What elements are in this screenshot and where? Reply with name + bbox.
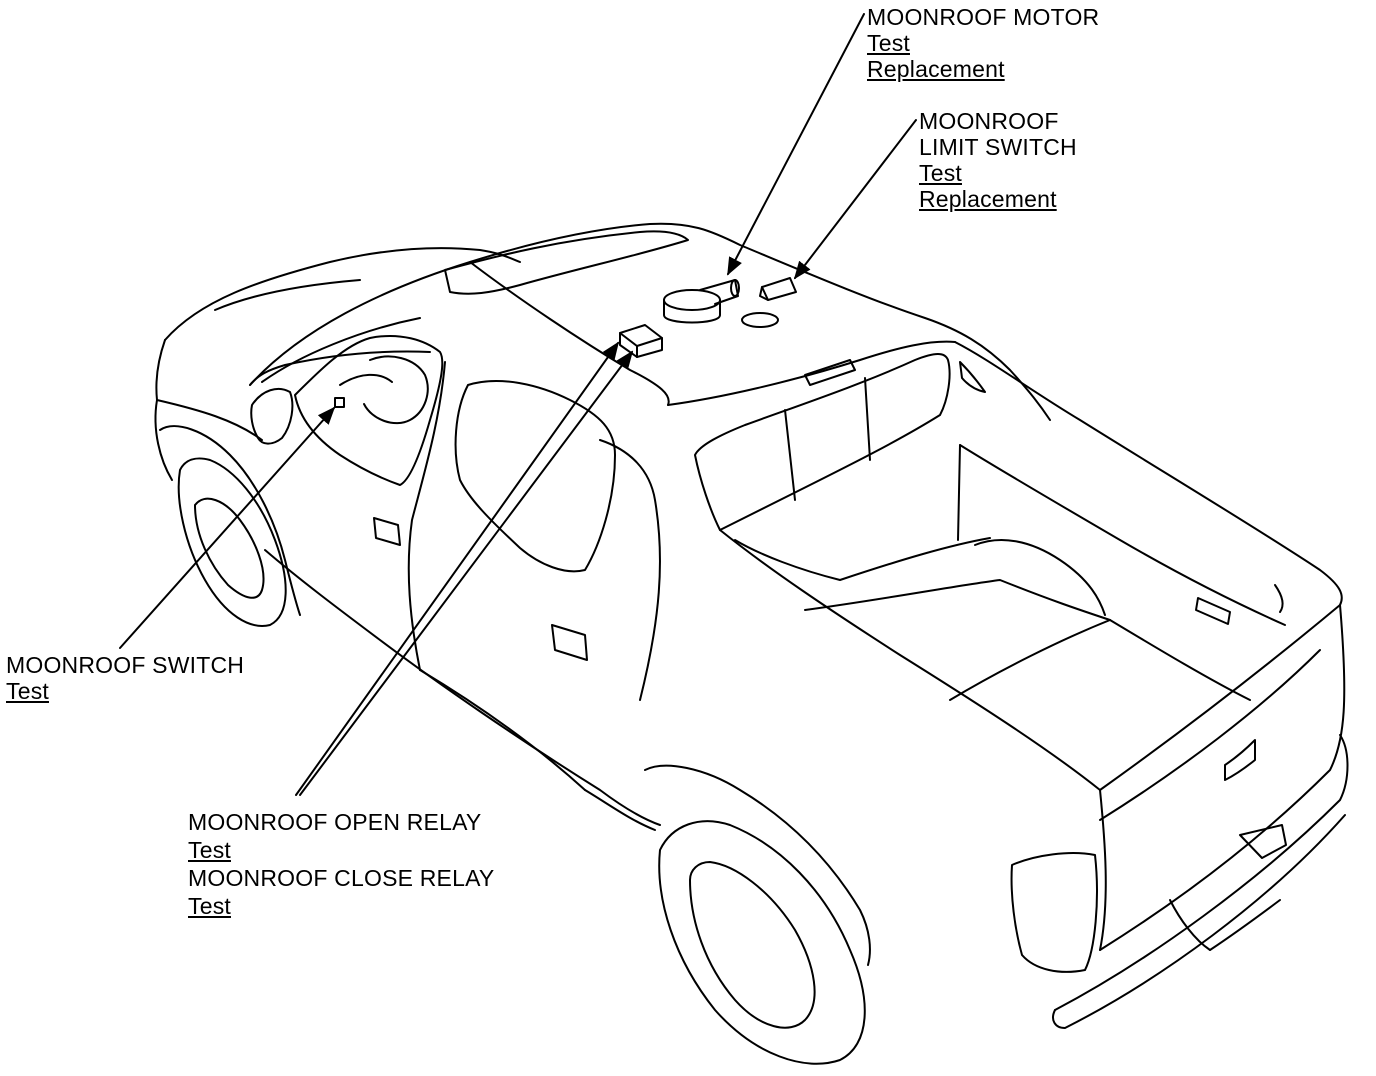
moonroof-switch-icon — [334, 397, 345, 408]
leader-close-relay — [299, 350, 634, 796]
moonroof-limit-switch-test-link[interactable]: Test — [919, 160, 962, 186]
moonroof-close-relay-title: MOONROOF CLOSE RELAY — [188, 865, 495, 891]
moonroof-motor-callout: MOONROOF MOTOR Test Replacement — [867, 4, 1099, 82]
leader-switch — [119, 406, 336, 649]
moonroof-limit-switch-replacement-link[interactable]: Replacement — [919, 186, 1057, 212]
moonroof-motor-title: MOONROOF MOTOR — [867, 4, 1100, 30]
moonroof-open-relay-test-link[interactable]: Test — [188, 837, 231, 863]
truck-outline — [154, 222, 1349, 1065]
leader-open-relay — [295, 341, 620, 796]
leader-motor — [727, 13, 865, 276]
moonroof-switch-test-link[interactable]: Test — [6, 678, 49, 704]
moonroof-motor-icon — [663, 279, 740, 324]
moonroof-limit-switch-title-line2: LIMIT SWITCH — [919, 134, 1077, 160]
moonroof-limit-switch-title-line1: MOONROOF — [919, 108, 1059, 134]
moonroof-switch-title: MOONROOF SWITCH — [6, 652, 245, 678]
leader-limit-switch — [793, 119, 917, 280]
moonroof-motor-replacement-link[interactable]: Replacement — [867, 56, 1005, 82]
dome-light-icon — [741, 312, 779, 328]
moonroof-open-relay-title: MOONROOF OPEN RELAY — [188, 809, 482, 835]
moonroof-close-relay-test-link[interactable]: Test — [188, 893, 231, 919]
moonroof-relay-icon — [619, 324, 663, 358]
moonroof-motor-test-link[interactable]: Test — [867, 30, 910, 56]
moonroof-relays-callout: MOONROOF OPEN RELAY Test MOONROOF CLOSE … — [188, 808, 494, 920]
moonroof-limit-switch-callout: MOONROOF LIMIT SWITCH Test Replacement — [919, 108, 1077, 212]
moonroof-switch-callout: MOONROOF SWITCH Test — [6, 652, 244, 704]
moonroof-limit-switch-icon — [759, 277, 797, 301]
leader-lines — [119, 13, 917, 796]
